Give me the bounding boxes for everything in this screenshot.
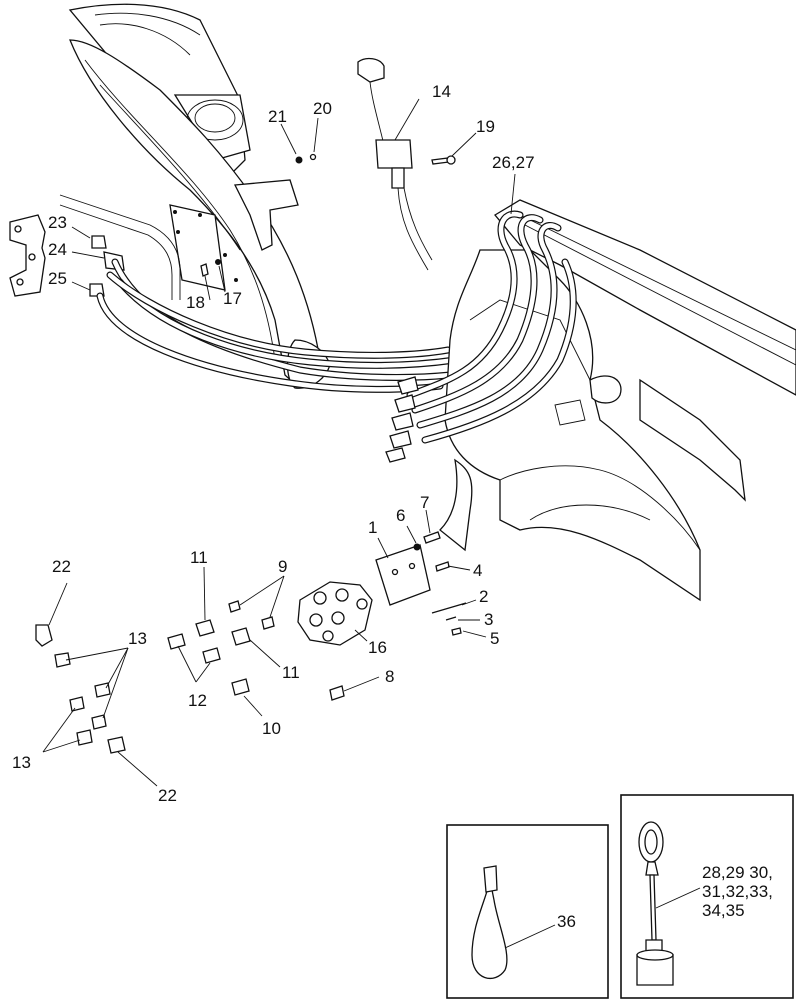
loader-hoses	[406, 210, 577, 444]
nut-21	[295, 156, 303, 164]
bracket-hole	[408, 562, 416, 570]
callout-19: 19	[476, 117, 495, 136]
tool-illustration	[636, 821, 701, 986]
pin-19	[431, 155, 456, 165]
inset-box-strap	[446, 824, 609, 999]
callout-9: 9	[278, 557, 287, 576]
callout-28-35-line2: 31,32,33,	[702, 882, 773, 901]
washer-20	[309, 153, 317, 161]
clip-5	[451, 627, 462, 636]
bolt-4	[435, 561, 450, 572]
callout-20: 20	[313, 99, 332, 118]
callout-36: 36	[557, 912, 576, 931]
valve-block	[297, 581, 373, 646]
callout-21: 21	[268, 107, 287, 126]
callout-28-35-line3: 34,35	[702, 901, 745, 920]
callout-16: 16	[368, 638, 387, 657]
rod-2	[431, 602, 467, 614]
callout-28-35-line1: 28,29 30,	[702, 863, 773, 882]
callout-3: 3	[484, 610, 493, 629]
pin-18	[200, 263, 209, 277]
callout-18: 18	[186, 293, 205, 312]
callout-26-27: 26,27	[492, 153, 535, 172]
clip-17	[215, 259, 221, 265]
callout-10: 10	[262, 719, 281, 738]
callout-1: 1	[368, 518, 377, 537]
callout-17: 17	[223, 289, 242, 308]
callout-23: 23	[48, 213, 67, 232]
callout-13-bottom: 13	[12, 753, 31, 772]
elbow-fittings	[35, 624, 126, 754]
loader-frame	[444, 199, 796, 602]
callout-24: 24	[48, 240, 67, 259]
callout-14: 14	[432, 82, 451, 101]
strap-illustration	[471, 865, 556, 979]
leader-lines	[42, 98, 516, 787]
pin-3	[445, 616, 457, 621]
bracket-hole	[391, 568, 399, 576]
mounting-bracket	[9, 214, 46, 297]
plug-8	[329, 685, 345, 701]
nut-6	[413, 543, 421, 551]
fender-assembly	[59, 3, 331, 389]
callout-11-right: 11	[282, 663, 300, 682]
callout-2: 2	[479, 587, 488, 606]
callout-25: 25	[48, 269, 67, 288]
hydraulic-hoses	[96, 258, 459, 393]
cable-switch-assembly	[357, 57, 433, 271]
callout-5: 5	[490, 629, 499, 648]
valve-bracket	[375, 544, 431, 606]
deflector-flap	[439, 458, 473, 552]
callout-13-top: 13	[128, 629, 147, 648]
callout-22-bottom: 22	[158, 786, 177, 805]
callout-6: 6	[396, 506, 405, 525]
callout-8: 8	[385, 667, 394, 686]
callout-4: 4	[473, 561, 482, 580]
bolt-7	[423, 531, 441, 544]
callout-22-top: 22	[52, 557, 71, 576]
callout-7: 7	[420, 493, 429, 512]
hose-end-fittings	[385, 376, 419, 463]
callout-labels: 14 19 21 20 26,27 23 24 25 18 17 1 6 7 4…	[12, 82, 773, 931]
quick-couplers	[167, 600, 275, 696]
callout-11-top: 11	[190, 548, 208, 567]
callout-12: 12	[188, 691, 207, 710]
